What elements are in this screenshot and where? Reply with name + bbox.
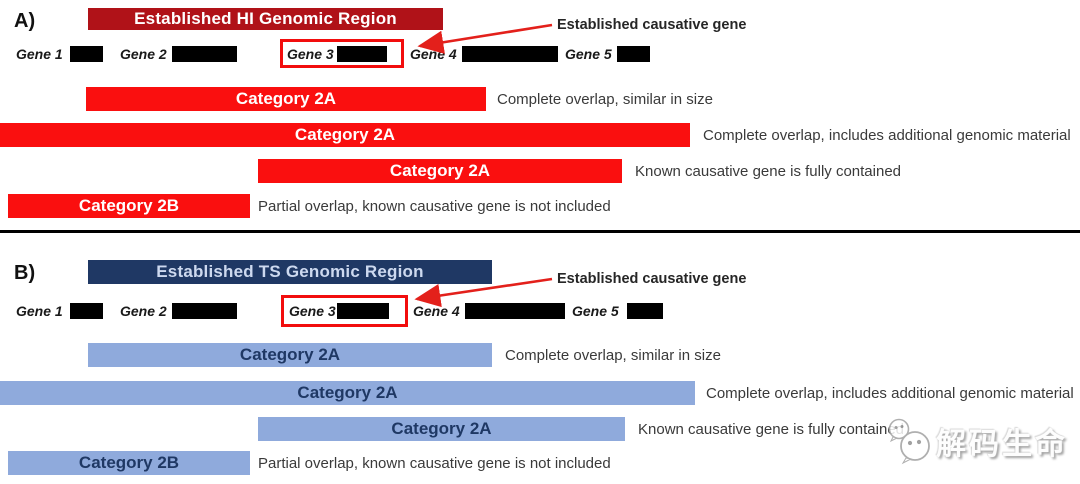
gene-box: [70, 46, 103, 62]
category-description: Partial overlap, known causative gene is…: [258, 455, 611, 472]
category-description: Known causative gene is fully contained: [638, 421, 905, 438]
gene-label: Gene 4: [413, 303, 460, 319]
category-description: Known causative gene is fully contained: [635, 163, 902, 180]
gene-box: [70, 303, 103, 319]
category-bar: Category 2A: [258, 417, 625, 441]
panel-b-label: B): [14, 262, 36, 284]
panel-a-label: A): [14, 10, 36, 32]
category-bar: Category 2A: [88, 343, 492, 367]
gene-box: [337, 303, 389, 319]
category-bar: Category 2B: [8, 451, 250, 475]
category-bar: Category 2A: [0, 123, 690, 147]
category-description: Partial overlap, known causative gene is…: [258, 198, 611, 215]
gene-box: [172, 303, 237, 319]
gene-label: Gene 2: [120, 46, 167, 62]
gene-label: Gene 3: [287, 46, 334, 62]
panel-divider: [0, 230, 1080, 233]
gene-label: Gene 4: [410, 46, 457, 62]
category-bar: Category 2A: [86, 87, 486, 111]
callout-label-b: Established causative gene: [557, 271, 747, 287]
causative-gene-highlight-box-a: [280, 39, 404, 68]
causative-gene-highlight-box-b: [281, 295, 408, 327]
gene-box: [617, 46, 650, 62]
gene-label: Gene 5: [565, 46, 612, 62]
gene-box: [627, 303, 663, 319]
gene-label: Gene 2: [120, 303, 167, 319]
gene-label: Gene 1: [16, 303, 63, 319]
category-bar: Category 2B: [8, 194, 250, 218]
gene-box: [172, 46, 237, 62]
category-bar: Category 2A: [0, 381, 695, 405]
gene-label: Gene 5: [572, 303, 619, 319]
category-bar: Category 2A: [258, 159, 622, 183]
gene-box: [337, 46, 387, 62]
category-description: Complete overlap, includes additional ge…: [706, 385, 1074, 402]
category-description: Complete overlap, includes additional ge…: [703, 127, 1071, 144]
established-hi-region-bar: Established HI Genomic Region: [88, 8, 443, 30]
gene-box: [462, 46, 558, 62]
category-description: Complete overlap, similar in size: [505, 347, 721, 364]
gene-label: Gene 3: [289, 303, 336, 319]
watermark-logo-icon: [888, 418, 930, 465]
gene-label: Gene 1: [16, 46, 63, 62]
callout-label-a: Established causative gene: [557, 17, 747, 33]
category-description: Complete overlap, similar in size: [497, 91, 713, 108]
watermark-text: 解码生命: [936, 428, 1068, 461]
established-ts-region-bar: Established TS Genomic Region: [88, 260, 492, 284]
watermark: 解码生命: [884, 412, 1080, 470]
gene-box: [465, 303, 565, 319]
